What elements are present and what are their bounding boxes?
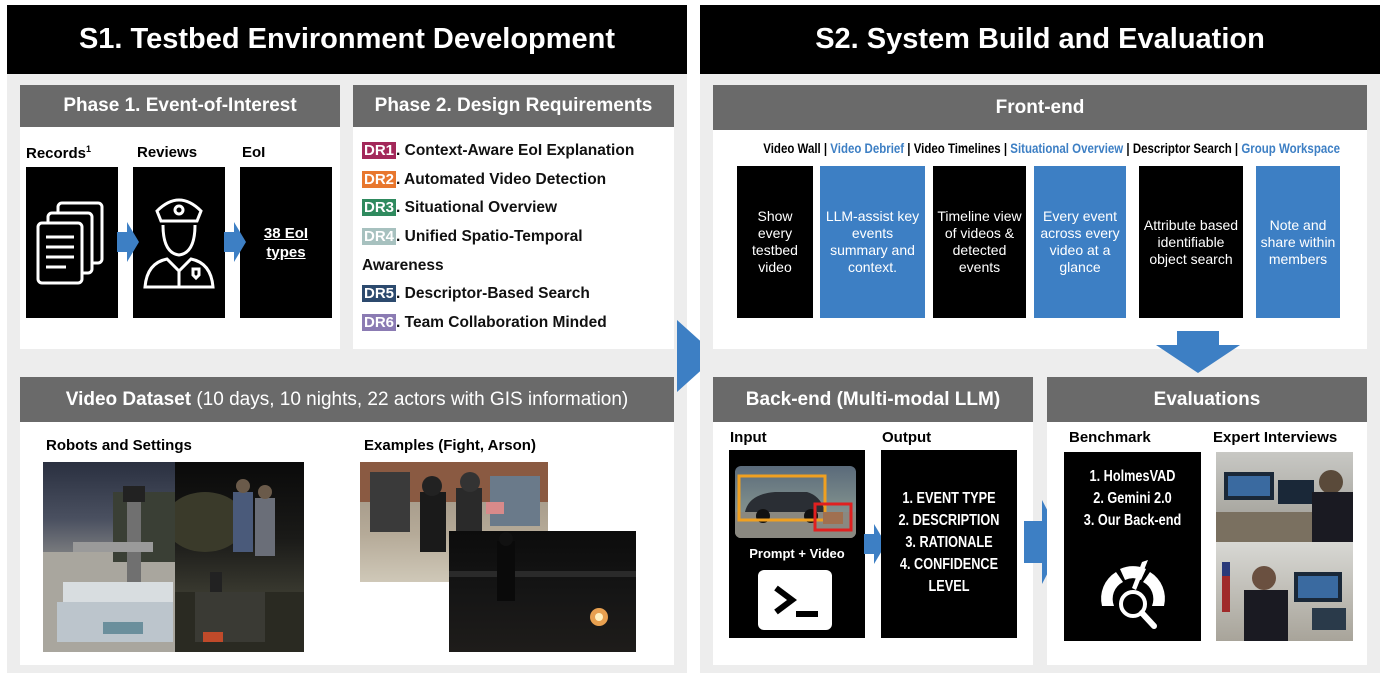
records-box [26,167,118,318]
police-officer-icon [143,198,215,289]
s2-title: S2. System Build and Evaluation [700,5,1380,74]
expert-interviews-label: Expert Interviews [1213,429,1338,446]
arrow-records-to-reviews [117,222,139,262]
frontend-views-list: Video Wall | Video Debrief | Video Timel… [763,140,1340,156]
arrow-s1-to-s2 [677,320,717,392]
benchmark-box [1064,452,1201,641]
benchmark-item: 1. HolmesVAD [1089,468,1176,485]
dr-item: DR4. Unified Spatio-Temporal [362,228,583,245]
interview-image [1216,470,1353,542]
eoi-types-text: 38 EoI types [263,224,309,261]
reviews-box [133,167,225,318]
view-situational-overview: Situational Overview [1010,140,1124,156]
benchmark-list: 1. HolmesVAD 2. Gemini 2.0 3. Our Back-e… [1064,466,1201,532]
output-label: Output [882,429,932,446]
backend-title: Back-end (Multi-modal LLM) [713,377,1033,422]
output-rationale: 3. RATIONALE [905,534,993,551]
dr-item-continuation: Awareness [362,257,444,274]
benchmark-item: 3. Our Back-end [1083,512,1182,529]
robot-image [43,486,175,652]
output-level: LEVEL [928,578,970,595]
gauge-magnifier-icon [1101,560,1165,629]
dr-item: DR3. Situational Overview [362,199,558,216]
view-group-workspace: Group Workspace [1241,140,1340,156]
phase2-title: Phase 2. Design Requirements [353,85,674,127]
input-video-frame [735,466,856,538]
interview-image [1222,562,1346,641]
output-confidence: 4. CONFIDENCE [899,556,999,573]
benchmark-label: Benchmark [1069,429,1151,446]
records-label: Records1 [26,144,92,162]
prompt-video-label: Prompt + Video [749,546,845,561]
dr-item: DR5. Descriptor-Based Search [362,285,590,302]
eoi-label: EoI [242,144,266,161]
benchmark-item: 2. Gemini 2.0 [1093,490,1172,507]
frontend-title: Front-end [713,85,1367,130]
input-label: Input [730,429,767,446]
s1-title: S1. Testbed Environment Development [7,5,687,74]
arson-image [449,532,636,626]
evaluations-title: Evaluations [1047,377,1367,422]
feature-box-video-timelines: Timeline view of videos & detected event… [933,166,1026,318]
feature-box-situational-overview: Every event across every video at a glan… [1034,166,1126,318]
view-video-timelines: Video Timelines [913,140,1001,156]
arrow-backend-to-evaluations [1024,500,1064,584]
eoi-types-box: 38 EoI types [240,167,332,318]
dr-item: DR1. Context-Aware EoI Explanation [362,142,635,159]
night-scene-image [175,479,304,652]
output-list: 1. EVENT TYPE 2. DESCRIPTION 3. RATIONAL… [881,488,1017,598]
arson-photo [449,531,636,652]
phase2-card [353,85,674,349]
dr-item: DR2. Automated Video Detection [362,171,607,188]
feature-box-video-wall: Show every testbed video [737,166,813,318]
output-box [881,450,1017,638]
dr-item: DR6. Team Collaboration Minded [362,314,607,331]
view-video-wall: Video Wall [763,140,821,156]
terminal-icon [758,570,832,630]
arrow-reviews-to-eoi [224,222,246,262]
car-detection-image [735,474,856,538]
robot-photo-day [43,462,175,652]
output-event-type: 1. EVENT TYPE [902,490,996,507]
robot-photo-night [175,462,304,652]
view-video-debrief: Video Debrief [830,140,905,156]
dataset-title: Video Dataset (10 days, 10 nights, 22 ac… [20,377,674,422]
expert-interview-photo-2 [1216,542,1353,641]
prompt-icon [774,585,818,617]
feature-box-descriptor-search: Attribute based identifiable object sear… [1139,166,1243,318]
documents-icon [36,201,104,285]
feature-box-video-debrief: LLM-assist key events summary and contex… [820,166,925,318]
reviews-label: Reviews [137,144,198,161]
expert-interview-photo-1 [1216,452,1353,542]
robots-label: Robots and Settings [46,437,192,454]
view-descriptor-search: Descriptor Search [1132,140,1232,156]
arrow-frontend-to-evaluations [1156,331,1240,373]
examples-label: Examples (Fight, Arson) [364,437,536,454]
feature-box-group-workspace: Note and share within members [1256,166,1340,318]
arrow-input-to-output [864,524,886,564]
phase1-title: Phase 1. Event-of-Interest [20,85,340,127]
output-description: 2. DESCRIPTION [898,512,1000,529]
